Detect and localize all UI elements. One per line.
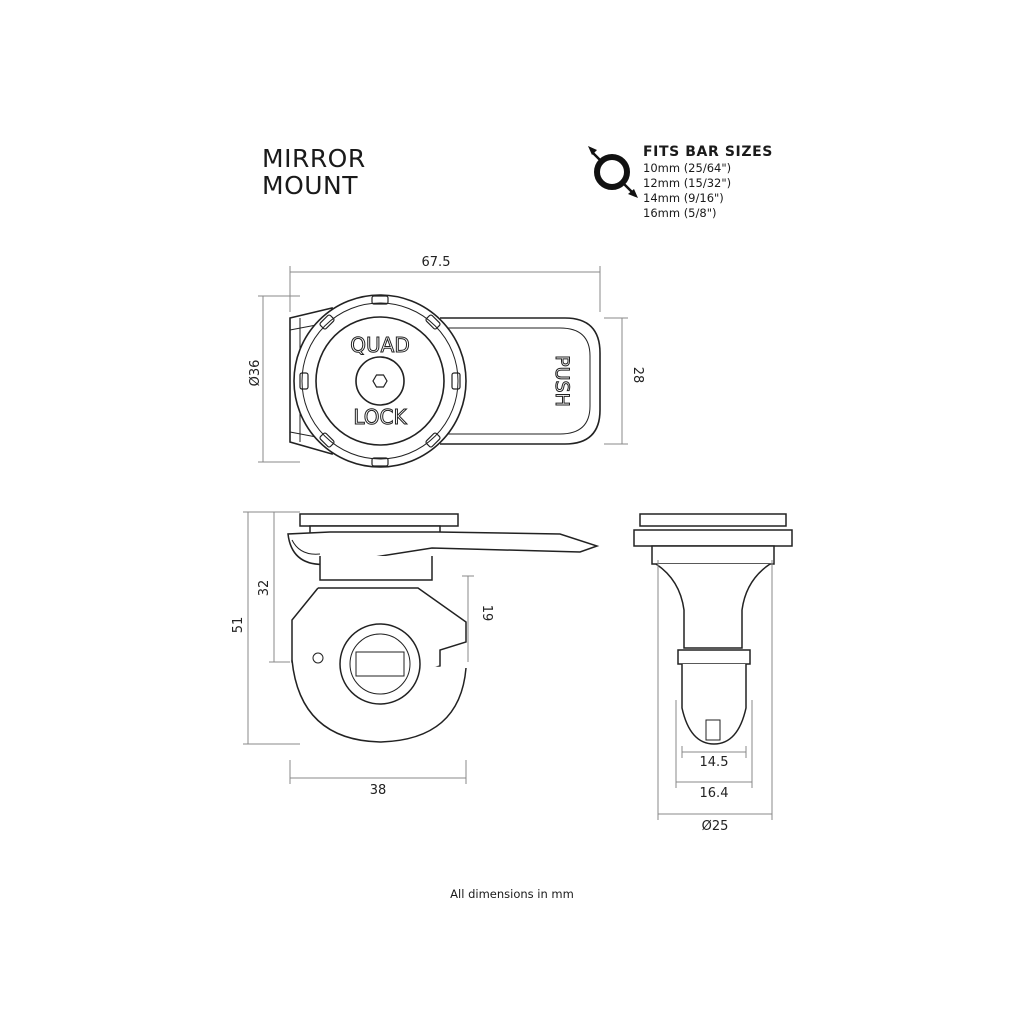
bar-size-icon: [588, 146, 638, 198]
dim-front-diameter: Ø25: [702, 819, 729, 834]
dim-top-diameter: Ø36: [248, 360, 263, 387]
side-view: [287, 513, 600, 743]
dim-front-14-5: 14.5: [700, 755, 729, 770]
page-title: MIRROR MOUNT: [262, 145, 366, 199]
fits-bar-sizes: FITS BAR SIZES 10mm (25/64") 12mm (15/32…: [643, 144, 773, 221]
dim-side-width: 38: [370, 783, 387, 798]
fits-size-4: 16mm (5/8"): [643, 206, 717, 220]
front-view: [633, 513, 793, 745]
footer-note: All dimensions in mm: [450, 887, 574, 901]
dim-side-19: 19: [479, 605, 494, 622]
push-text: PUSH: [551, 355, 573, 407]
fits-size-3: 14mm (9/16"): [643, 191, 724, 205]
side-dimension-lines: [243, 511, 474, 784]
fits-size-1: 10mm (25/64"): [643, 161, 732, 175]
dim-top-height: 28: [630, 367, 645, 384]
fits-size-2: 12mm (15/32"): [643, 176, 732, 190]
title-line-1: MIRROR: [262, 144, 366, 173]
quad-logo-text: QUAD: [350, 333, 409, 357]
lock-logo-text: LOCK: [353, 405, 407, 429]
title-line-2: MOUNT: [262, 171, 359, 200]
top-dimension-lines: [258, 266, 628, 463]
dim-side-total: 51: [231, 617, 246, 634]
top-view: [289, 294, 601, 468]
fits-heading: FITS BAR SIZES: [643, 144, 773, 160]
dim-front-16-4: 16.4: [700, 786, 729, 801]
front-dimension-lines: [657, 560, 773, 820]
dim-top-width: 67.5: [422, 255, 451, 270]
dim-side-32: 32: [257, 580, 272, 597]
